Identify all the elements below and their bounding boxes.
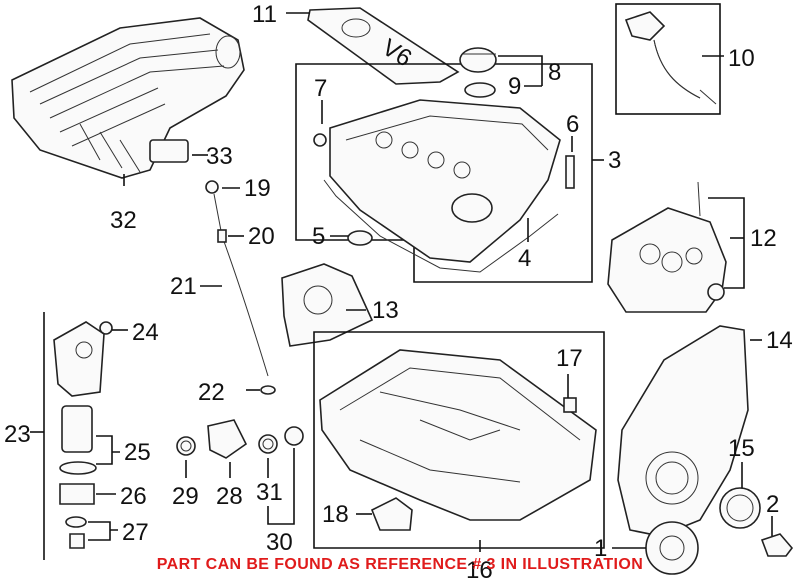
callout-32: 32 [110, 207, 137, 234]
callout-1: 1 [594, 535, 607, 562]
callout-31: 31 [256, 479, 283, 506]
callout-labels: 11 8 9 10 7 6 3 5 4 12 33 32 19 20 21 13… [4, 1, 793, 584]
callout-22: 22 [198, 379, 225, 406]
callout-9: 9 [508, 73, 521, 100]
callout-3: 3 [608, 147, 621, 174]
valve-cover-frame [295, 63, 593, 283]
callout-30: 30 [266, 529, 293, 556]
valve-cover-group [295, 63, 593, 283]
rear-cover-plate [281, 263, 374, 347]
oil-filler-cap [459, 47, 497, 98]
breather-hose-group [615, 3, 721, 115]
callout-19: 19 [244, 175, 271, 202]
crank-seal [719, 487, 761, 529]
oring-29 [176, 436, 196, 456]
pan-bracket [370, 497, 413, 531]
callout-18: 18 [322, 501, 349, 528]
timing-cover-right [607, 181, 727, 313]
callout-11: 11 [252, 1, 277, 28]
callout-17: 17 [556, 345, 583, 372]
intake-manifold [11, 17, 245, 179]
callout-5: 5 [312, 223, 325, 250]
dipstick [205, 180, 269, 377]
callout-10: 10 [728, 45, 755, 72]
callout-6: 6 [566, 111, 579, 138]
oil-pan-group [313, 331, 605, 549]
front-timing-cover [617, 325, 749, 537]
callout-2: 2 [766, 491, 779, 518]
engine-cover: V6 [307, 7, 460, 85]
callout-24: 24 [132, 319, 159, 346]
callout-27: 27 [122, 519, 149, 546]
callout-8: 8 [548, 59, 561, 86]
oil-filter-housing-group [43, 312, 113, 560]
callout-26: 26 [120, 483, 147, 510]
reference-notice: PART CAN BE FOUND AS REFERENCE # 3 IN IL… [156, 556, 644, 573]
oring-22 [260, 385, 276, 395]
oil-sensor-28 [207, 419, 248, 459]
callout-16: 16 [466, 557, 493, 584]
callout-25: 25 [124, 439, 151, 466]
callout-7: 7 [314, 75, 327, 102]
callout-13: 13 [372, 297, 399, 324]
leader-lines [30, 12, 773, 552]
oring-31 [258, 434, 278, 454]
callout-12: 12 [750, 225, 777, 252]
callout-33: 33 [206, 143, 233, 170]
callout-4: 4 [518, 245, 531, 272]
callout-21: 21 [170, 273, 197, 300]
callout-23: 23 [4, 421, 31, 448]
callout-29: 29 [172, 483, 199, 510]
callout-15: 15 [728, 435, 755, 462]
drain-plug [563, 397, 577, 413]
callout-28: 28 [216, 483, 243, 510]
plug-30 [284, 426, 304, 446]
callout-14: 14 [766, 327, 793, 354]
pulley-bolt [760, 533, 794, 557]
callout-20: 20 [248, 223, 275, 250]
oil-pan-frame [313, 331, 605, 549]
